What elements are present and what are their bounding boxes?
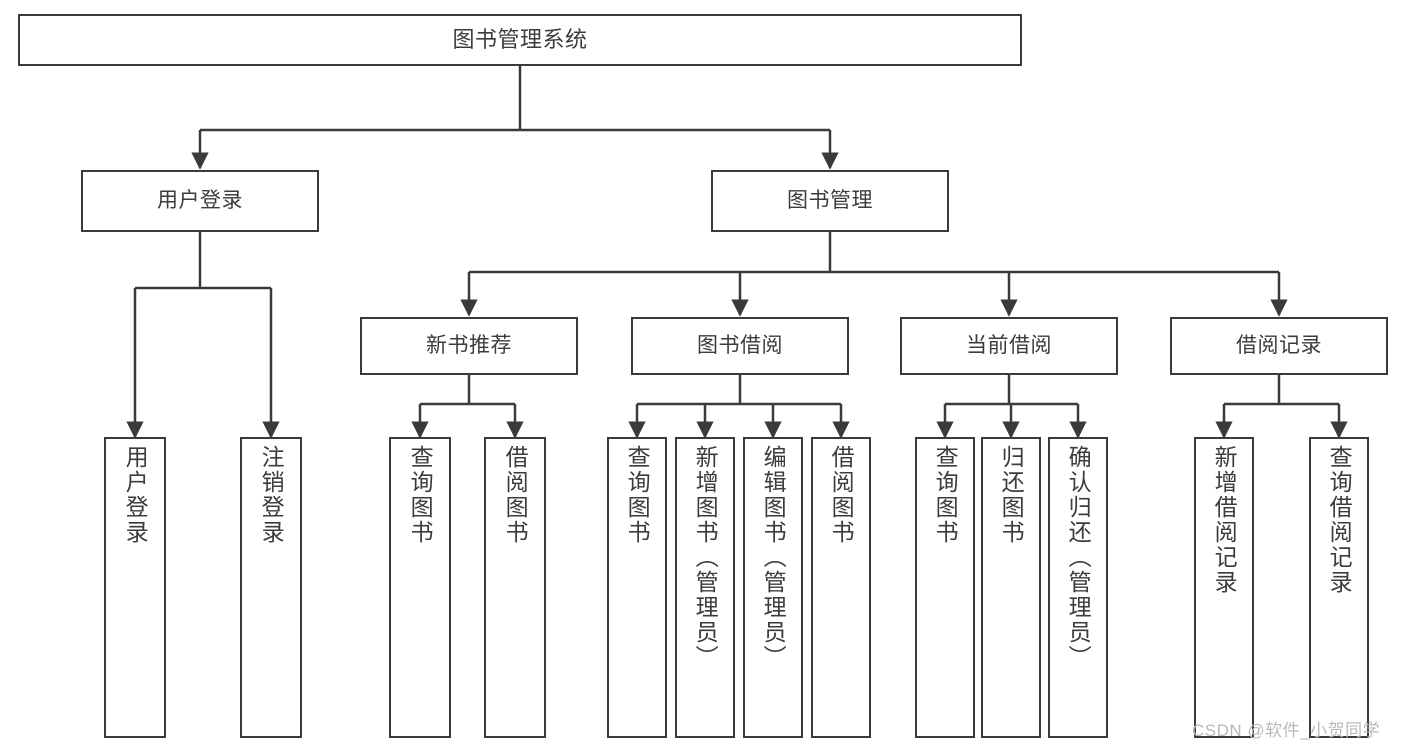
node-book-borrow-label: 图书借阅 [697, 333, 783, 357]
node-new-book-recommend-label: 新书推荐 [426, 333, 512, 357]
leaf-return-book[interactable]: 归还图书 [981, 437, 1041, 738]
leaf-edit-book[interactable]: 编辑图书（管理员） [743, 437, 803, 738]
leaf-query-book-a[interactable]: 查询图书 [389, 437, 451, 738]
leaf-add-book-label: 新增图书（管理员） [692, 445, 719, 670]
node-new-book-recommend[interactable]: 新书推荐 [360, 317, 578, 375]
leaf-query-record[interactable]: 查询借阅记录 [1309, 437, 1369, 738]
leaf-query-book-b-label: 查询图书 [624, 445, 651, 545]
leaf-confirm-return-label: 确认归还（管理员） [1065, 445, 1092, 670]
node-book-management[interactable]: 图书管理 [711, 170, 949, 232]
leaf-user-login-label: 用户登录 [122, 445, 149, 545]
node-book-management-label: 图书管理 [787, 188, 873, 212]
node-root[interactable]: 图书管理系统 [18, 14, 1022, 66]
csdn-watermark: CSDN @软件_小贺同学 [1192, 721, 1381, 740]
leaf-borrow-book-a-label: 借阅图书 [502, 445, 529, 545]
leaf-borrow-book-b[interactable]: 借阅图书 [811, 437, 871, 738]
leaf-borrow-book-a[interactable]: 借阅图书 [484, 437, 546, 738]
leaf-borrow-book-b-label: 借阅图书 [828, 445, 855, 545]
leaf-edit-book-label: 编辑图书（管理员） [760, 445, 787, 670]
leaf-query-book-a-label: 查询图书 [407, 445, 434, 545]
node-current-borrow[interactable]: 当前借阅 [900, 317, 1118, 375]
leaf-query-book-c[interactable]: 查询图书 [915, 437, 975, 738]
leaf-query-record-label: 查询借阅记录 [1326, 445, 1353, 595]
node-borrow-record-label: 借阅记录 [1236, 333, 1322, 357]
leaf-query-book-b[interactable]: 查询图书 [607, 437, 667, 738]
leaf-logout[interactable]: 注销登录 [240, 437, 302, 738]
node-book-borrow[interactable]: 图书借阅 [631, 317, 849, 375]
node-current-borrow-label: 当前借阅 [966, 333, 1052, 357]
leaf-confirm-return[interactable]: 确认归还（管理员） [1048, 437, 1108, 738]
node-root-label: 图书管理系统 [452, 27, 588, 53]
leaf-query-book-c-label: 查询图书 [932, 445, 959, 545]
leaf-return-book-label: 归还图书 [998, 445, 1025, 545]
node-user-login-label: 用户登录 [157, 188, 243, 212]
leaf-add-record[interactable]: 新增借阅记录 [1194, 437, 1254, 738]
leaf-logout-label: 注销登录 [258, 445, 285, 545]
node-user-login[interactable]: 用户登录 [81, 170, 319, 232]
node-borrow-record[interactable]: 借阅记录 [1170, 317, 1388, 375]
leaf-add-record-label: 新增借阅记录 [1211, 445, 1238, 595]
leaf-user-login[interactable]: 用户登录 [104, 437, 166, 738]
leaf-add-book[interactable]: 新增图书（管理员） [675, 437, 735, 738]
